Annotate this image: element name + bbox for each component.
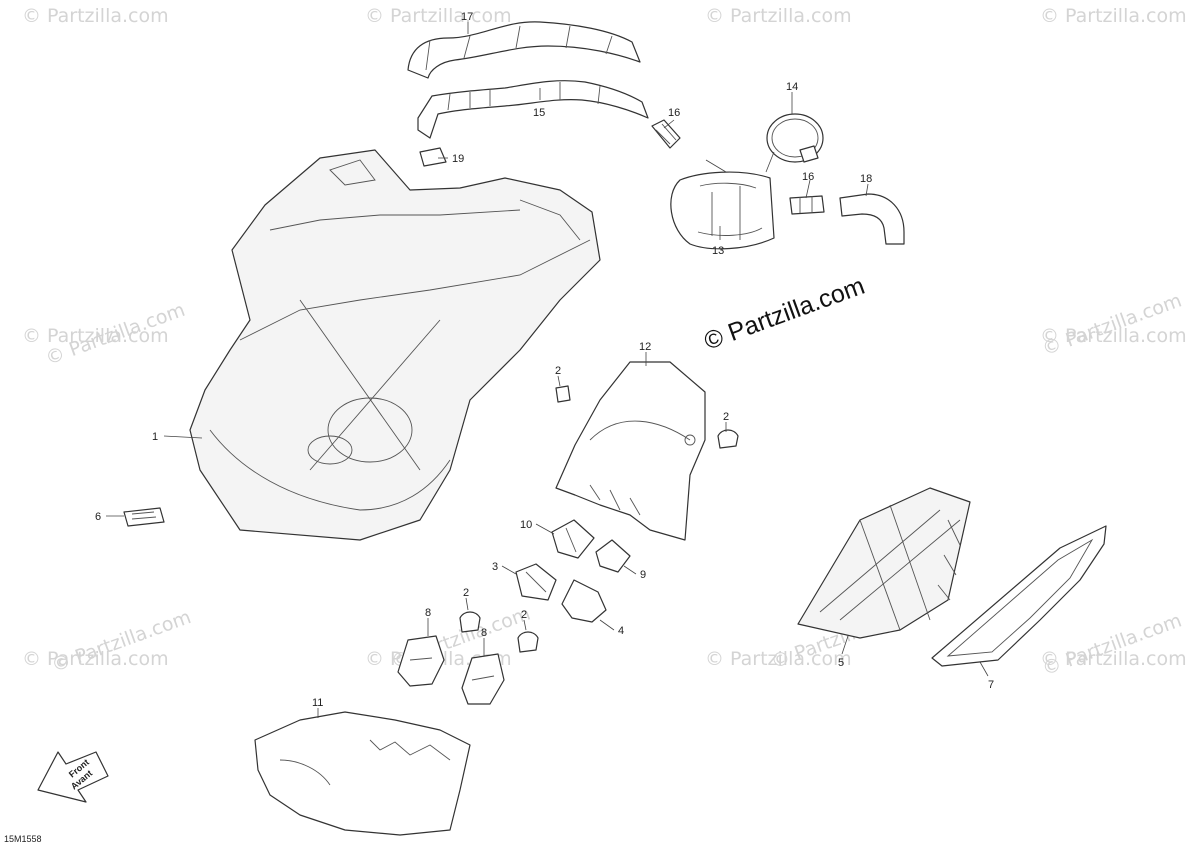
part-4-bracket [561,579,607,623]
callout-12: 12 [639,341,651,353]
callout-2: 2 [555,365,561,377]
callout-19: 19 [452,153,464,165]
callout-2: 2 [521,609,527,621]
leader-lines [106,22,989,718]
part-10-bracket [551,519,595,559]
part-16-fitting [651,119,681,149]
watermark-text: © Partzilla.com [1040,648,1187,670]
watermark-layer: © Partzilla.com © Partzilla.com © Partzi… [22,5,1187,680]
watermark-text: © Partzilla.com [22,5,169,27]
callout-6: 6 [95,511,101,523]
part-1-airbox-housing [189,149,601,541]
callout-13: 13 [712,245,724,257]
part-14-band-clamp [766,113,824,163]
callout-5: 5 [838,657,844,669]
part-12-shield [555,361,706,541]
part-2-clip [459,611,481,633]
front-arrow-icon: Front Avant [37,751,109,803]
part-11-bottom-cover [254,711,471,836]
callout-8: 8 [425,607,431,619]
part-9-grommet [595,539,631,573]
part-2-clip [555,385,571,403]
callout-8: 8 [481,627,487,639]
watermark-text: © Partzilla.com [22,325,169,347]
callout-11: 11 [312,697,323,709]
watermark-text: © Partzilla.com [705,5,852,27]
callout-18: 18 [860,173,872,185]
callout-17: 17 [461,11,473,23]
callout-15: 15 [533,107,545,119]
part-6-label [123,507,165,527]
watermark-text: © Partzilla.com [365,5,512,27]
part-3-clamp [515,563,557,601]
callout-labels: 17 15 19 16 14 13 16 18 1 6 12 2 2 10 9 … [95,11,994,709]
callout-10: 10 [520,519,532,531]
part-16-fitting [789,195,825,215]
watermark-text: © Partzilla.com [1040,325,1187,347]
callout-2: 2 [463,587,469,599]
part-5-air-filter [797,487,971,639]
callout-14: 14 [786,81,798,93]
part-15-hose [417,80,649,139]
diagram-code: 15M1558 [4,834,42,844]
part-8-support [397,635,445,687]
part-13-intake-horn [670,171,775,250]
part-18-elbow-hose [839,193,905,245]
watermark-text: © Partzilla.com [22,648,169,670]
callout-2: 2 [723,411,729,423]
part-17-hose [407,21,641,79]
watermark-text: © Partzilla.com [705,648,852,670]
part-2-clip [717,429,739,449]
callout-9: 9 [640,569,646,581]
callout-16: 16 [668,107,680,119]
part-7-gasket [931,525,1107,667]
watermark-main: © Partzilla.com [700,272,868,356]
watermark-text: © Partzilla.com [1040,5,1187,27]
callout-1: 1 [152,431,158,443]
part-2-clip [517,631,539,653]
callout-16: 16 [802,171,814,183]
part-8-support [461,653,505,705]
callout-4: 4 [618,625,624,637]
callout-7: 7 [988,679,994,691]
callout-3: 3 [492,561,498,573]
part-19-clamp [419,147,447,167]
